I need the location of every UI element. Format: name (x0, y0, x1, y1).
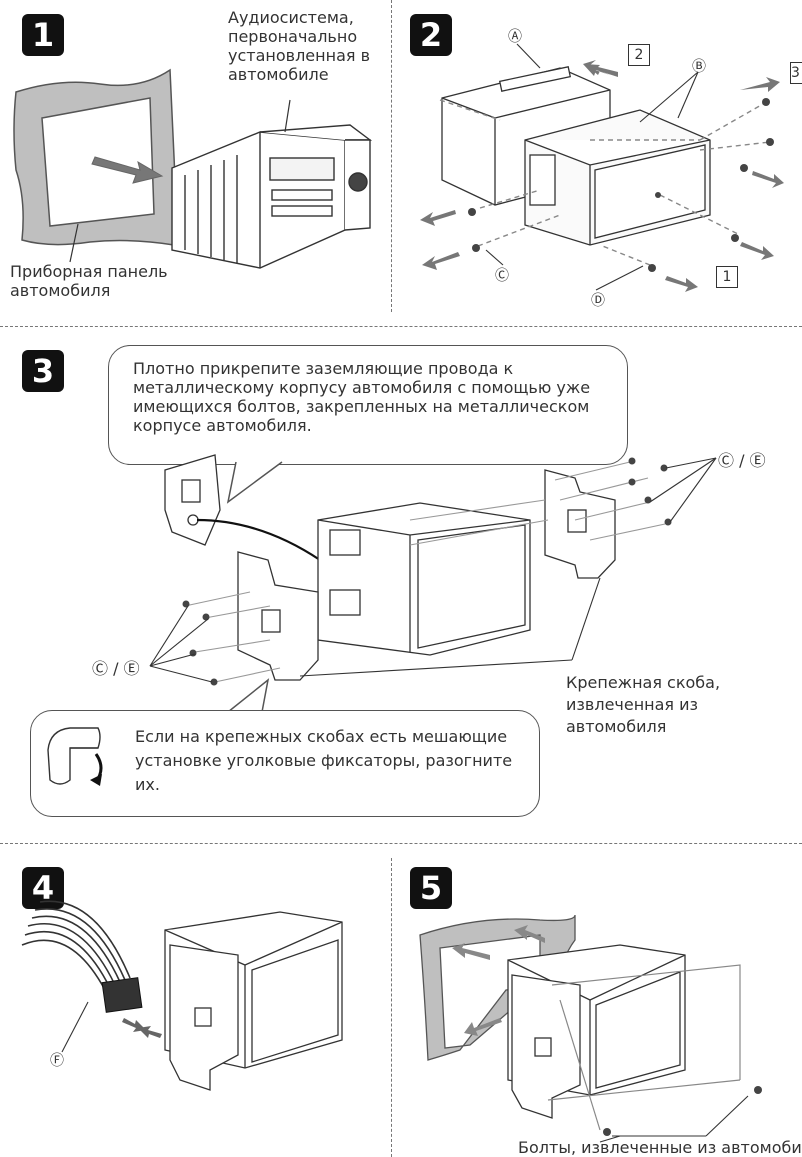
corner-tab-note-bubble: Если на крепежных скобах есть мешающие у… (30, 710, 540, 817)
step-1-badge: 1 (22, 14, 64, 56)
step2-box-2: 2 (628, 44, 650, 66)
dashboard-frame (13, 68, 177, 246)
insert-arrow (91, 156, 164, 184)
step2-box-3: 3 (790, 62, 802, 84)
wiring-connector (101, 977, 143, 1013)
separator-middle-horizontal (0, 843, 802, 844)
callout-c: Ⓒ (495, 268, 509, 284)
callout-d: Ⓓ (591, 293, 605, 309)
step3-bracket-illustration (149, 454, 717, 713)
separator-bottom-vertical (391, 858, 392, 1157)
corner-tab-note-text: Если на крепежных скобах есть мешающие у… (135, 727, 513, 794)
callout-f: Ⓕ (50, 1053, 64, 1069)
grounding-instruction-text: Плотно прикрепите заземляющие провода к … (133, 359, 591, 435)
step-2-badge: 2 (410, 14, 452, 56)
step-3-badge: 3 (22, 350, 64, 392)
step4-harness-illustration (21, 900, 343, 1091)
bracket-label: Крепежная скоба, извлеченная из автомоби… (566, 673, 721, 736)
separator-top-horizontal (0, 326, 802, 327)
bolts-label: Болты, извлеченные из автомобиля (518, 1138, 802, 1157)
callout-b: Ⓑ (692, 59, 706, 75)
grounding-instruction-bubble: Плотно прикрепите заземляющие провода к … (108, 345, 628, 465)
dashboard-label: Приборная панель автомобиля (10, 262, 168, 300)
callout-ce-left: Ⓒ / Ⓔ (92, 659, 140, 678)
callout-a: Ⓐ (508, 29, 522, 45)
audio-system-label: Аудиосистема, первоначально установленна… (228, 8, 371, 84)
callout-ce-right: Ⓒ / Ⓔ (718, 451, 766, 470)
step-5-badge: 5 (410, 867, 452, 909)
step1-dashboard-illustration (13, 68, 373, 269)
separator-top-vertical (391, 0, 392, 312)
audio-unit (171, 124, 373, 269)
step2-sleeve-illustration (420, 43, 784, 292)
step2-box-1: 1 (716, 266, 738, 288)
corner-tab-icon (47, 727, 103, 786)
